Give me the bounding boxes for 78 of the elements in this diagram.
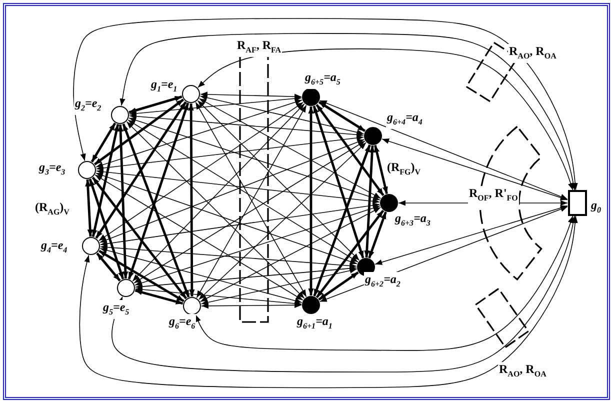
- thick-arrow: [316, 210, 384, 298]
- arrow: [129, 114, 364, 138]
- thick-arrow: [128, 102, 190, 280]
- thick-arrow: [128, 96, 182, 114]
- node-label: g$_{5}$=e$_{5}$: [102, 300, 130, 320]
- arrow: [200, 94, 364, 136]
- thick-arrow: [122, 123, 190, 298]
- circle-node: [78, 161, 96, 179]
- thick-arrow: [95, 101, 187, 239]
- arrow: [201, 302, 302, 309]
- circle-node: [380, 194, 398, 212]
- thick-arrow: [318, 101, 366, 132]
- thick-arrow: [94, 98, 184, 166]
- arrow: [96, 99, 302, 168]
- arrow: [96, 169, 380, 204]
- thick-arrow: [134, 289, 184, 305]
- circle-node: [364, 127, 382, 145]
- relation-label: R$_{AO}$, R$_{OA}$: [508, 44, 558, 64]
- thick-arrow: [96, 252, 121, 282]
- arrow: [98, 102, 304, 242]
- arrow: [126, 121, 305, 299]
- thick-arrow: [364, 145, 375, 258]
- circle-node: [302, 88, 320, 106]
- arrow: [128, 117, 380, 201]
- arrow: [382, 138, 568, 200]
- thick-arrow: [92, 124, 120, 237]
- arrow: [96, 172, 358, 264]
- arrow: [195, 216, 574, 351]
- arrow: [200, 207, 381, 302]
- arrow: [135, 266, 357, 290]
- circle-node: [82, 237, 100, 255]
- arrow: [200, 268, 358, 306]
- arrow: [73, 18, 578, 190]
- arrow: [198, 142, 366, 300]
- circle-node: [182, 85, 200, 103]
- arrow: [100, 202, 380, 246]
- arrow: [197, 100, 360, 261]
- arrow: [374, 205, 568, 265]
- arrow: [200, 92, 302, 100]
- arrow: [134, 205, 380, 286]
- arrow: [319, 100, 568, 200]
- thick-arrow: [368, 212, 387, 258]
- arrow: [129, 96, 302, 116]
- circle-node: [117, 279, 135, 297]
- circle-node: [183, 297, 201, 315]
- box-node: [568, 190, 586, 216]
- arrow: [198, 98, 382, 199]
- arrow: [112, 216, 576, 372]
- thick-arrow: [85, 179, 93, 237]
- thick-arrow: [316, 104, 384, 196]
- arrow: [132, 103, 305, 282]
- node-label: g$_{2}$=e$_{2}$: [74, 96, 102, 116]
- arrow: [99, 139, 365, 243]
- thick-arrow: [92, 176, 188, 300]
- thick-arrow: [90, 122, 116, 162]
- thick-arrow: [374, 144, 388, 194]
- arrow: [79, 216, 578, 388]
- relation-label: R$_{OF}$, R'$_{FO}$: [468, 186, 519, 206]
- thick-arrow: [118, 124, 128, 279]
- thick-arrow: [313, 144, 371, 296]
- arrow: [100, 248, 302, 304]
- thick-arrow: [312, 106, 364, 258]
- arrow: [198, 48, 574, 190]
- relation-label: R$_{AF}$, R$_{FA}$: [236, 38, 282, 58]
- circle-node: [111, 106, 129, 124]
- arrow: [100, 244, 357, 269]
- arrow: [120, 33, 576, 190]
- arrow: [134, 140, 366, 284]
- circle-node: [302, 296, 320, 314]
- thick-arrow: [88, 178, 124, 280]
- arrow: [128, 120, 358, 262]
- arrow: [96, 135, 364, 171]
- thick-arrow: [98, 250, 184, 302]
- arrow: [94, 174, 304, 300]
- arrow: [135, 286, 302, 306]
- thick-arrow: [188, 104, 195, 296]
- thick-arrow: [318, 271, 359, 301]
- thick-arrow: [308, 106, 314, 296]
